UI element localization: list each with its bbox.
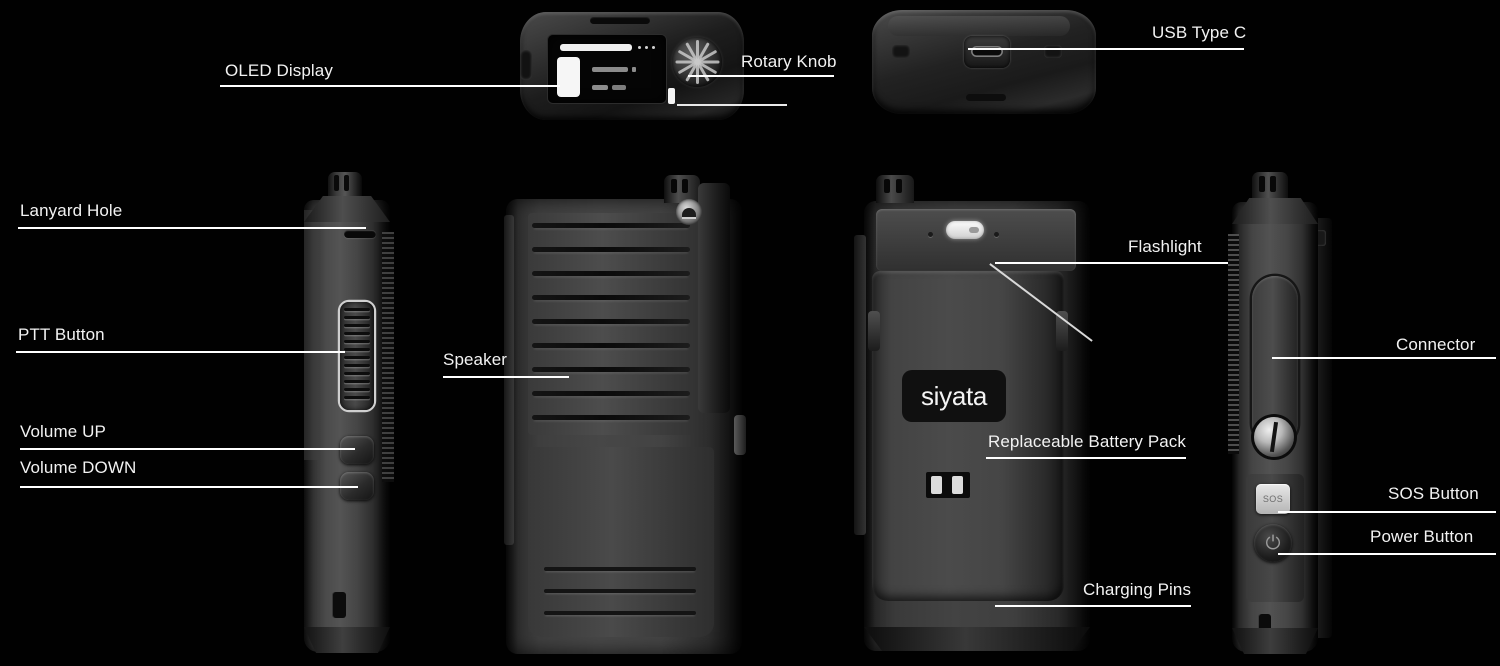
leader-line-sos-button bbox=[1278, 511, 1496, 513]
callout-label-sos-button: SOS Button bbox=[1388, 484, 1479, 503]
device-view-speaker-back bbox=[490, 175, 760, 661]
leader-line-speaker bbox=[443, 376, 569, 378]
antenna-stub bbox=[664, 175, 700, 203]
replaceable-battery-pack[interactable] bbox=[868, 271, 1068, 601]
callout-label-replaceable-battery: Replaceable Battery Pack bbox=[988, 432, 1187, 451]
ptt-button[interactable] bbox=[340, 302, 374, 410]
callout-label-volume-down: Volume DOWN bbox=[20, 458, 137, 477]
lanyard-hole bbox=[344, 230, 376, 238]
leader-line-oled-display bbox=[220, 85, 560, 87]
left-rail bbox=[504, 215, 514, 545]
right-side-bump bbox=[734, 415, 746, 455]
oled-signal-dots bbox=[638, 46, 660, 50]
leader-line-volume-up bbox=[20, 448, 355, 450]
left-rail bbox=[854, 235, 866, 535]
speaker-grille bbox=[528, 213, 694, 435]
leader-line-power-button bbox=[1278, 553, 1496, 555]
leader-line-lanyard-hole bbox=[18, 227, 366, 229]
screw-dot-right bbox=[994, 232, 999, 237]
callout-label-speaker: Speaker bbox=[443, 350, 508, 369]
top-slot bbox=[590, 17, 650, 24]
callout-label-usb-type-c: USB Type C bbox=[1152, 23, 1247, 42]
callout-label-ptt-button: PTT Button bbox=[18, 325, 105, 344]
top-rim bbox=[876, 209, 1076, 271]
callout-label-flashlight: Flashlight bbox=[1128, 237, 1202, 256]
left-notch bbox=[520, 50, 532, 80]
leader-line-replaceable-battery bbox=[986, 457, 1186, 459]
oled-text-line-1 bbox=[592, 67, 628, 72]
callout-label-power-button: Power Button bbox=[1370, 527, 1474, 546]
callout-label-connector: Connector bbox=[1396, 335, 1476, 354]
side-grip-texture bbox=[1228, 234, 1239, 454]
right-side-slot bbox=[1044, 45, 1062, 58]
rotary-knob-spoke bbox=[695, 62, 699, 84]
accessory-port-icon bbox=[676, 199, 702, 225]
bottom-slot bbox=[966, 94, 1006, 101]
oled-battery-icon bbox=[557, 57, 580, 97]
screw-dot-left bbox=[928, 232, 933, 237]
battery-tab-left bbox=[868, 311, 880, 351]
rotary-knob[interactable] bbox=[672, 37, 722, 87]
oled-text-line-1b bbox=[632, 67, 636, 72]
bottom-cap bbox=[304, 627, 390, 653]
callout-label-volume-up: Volume UP bbox=[20, 422, 106, 441]
leader-line-connector bbox=[1272, 357, 1496, 359]
top-shoulder bbox=[1232, 198, 1318, 224]
lower-back-panel bbox=[528, 447, 714, 637]
callout-label-lanyard-hole: Lanyard Hole bbox=[20, 201, 123, 220]
usb-type-c-port[interactable] bbox=[964, 36, 1010, 68]
status-led bbox=[668, 88, 675, 104]
oled-text-line-2 bbox=[592, 85, 608, 90]
brand-logo-text: siyata bbox=[920, 381, 988, 411]
leader-line-flashlight bbox=[995, 262, 1130, 264]
leader-line-charging-pins bbox=[995, 605, 1191, 607]
side-grip-texture bbox=[382, 232, 394, 482]
device-view-top-oled bbox=[512, 8, 752, 126]
device-view-battery-back: siyata bbox=[850, 175, 1110, 661]
device-view-top-usb bbox=[866, 6, 1102, 118]
flashlight-led bbox=[946, 221, 984, 239]
bottom-cap bbox=[864, 627, 1090, 651]
leader-line-ptt-button bbox=[16, 351, 345, 353]
device-shell-side bbox=[304, 200, 390, 652]
callout-label-oled-display: OLED Display bbox=[225, 61, 333, 80]
device-view-right-profile: SOS bbox=[1212, 172, 1340, 660]
brand-logo: siyata bbox=[902, 370, 1006, 422]
sos-button-label: SOS bbox=[1262, 494, 1284, 504]
leader-line-usb-type-c bbox=[968, 48, 1244, 50]
sos-button[interactable]: SOS bbox=[1256, 484, 1290, 514]
volume-up-button[interactable] bbox=[340, 436, 374, 464]
belt-clip bbox=[698, 183, 730, 413]
leader-line-rotary-knob bbox=[688, 75, 834, 77]
charging-pins bbox=[926, 472, 970, 498]
oled-display-panel bbox=[548, 35, 666, 103]
top-edge-highlight bbox=[888, 16, 1070, 36]
callout-label-charging-pins: Charging Pins bbox=[1083, 580, 1192, 599]
leader-line-status-led bbox=[677, 104, 787, 106]
leader-line-volume-down bbox=[20, 486, 358, 488]
lower-side-slot bbox=[332, 592, 346, 618]
connector-screw[interactable] bbox=[1254, 417, 1294, 457]
antenna-stub bbox=[876, 175, 914, 203]
left-side-slot bbox=[892, 45, 910, 58]
device-view-side-profile bbox=[286, 172, 412, 660]
oled-text-line-2b bbox=[612, 85, 626, 90]
bottom-cap bbox=[1232, 628, 1318, 654]
power-button[interactable] bbox=[1254, 524, 1292, 562]
leader-line-flashlight-underline bbox=[1128, 262, 1245, 264]
oled-status-bar bbox=[560, 44, 632, 51]
callout-label-rotary-knob: Rotary Knob bbox=[741, 52, 837, 71]
